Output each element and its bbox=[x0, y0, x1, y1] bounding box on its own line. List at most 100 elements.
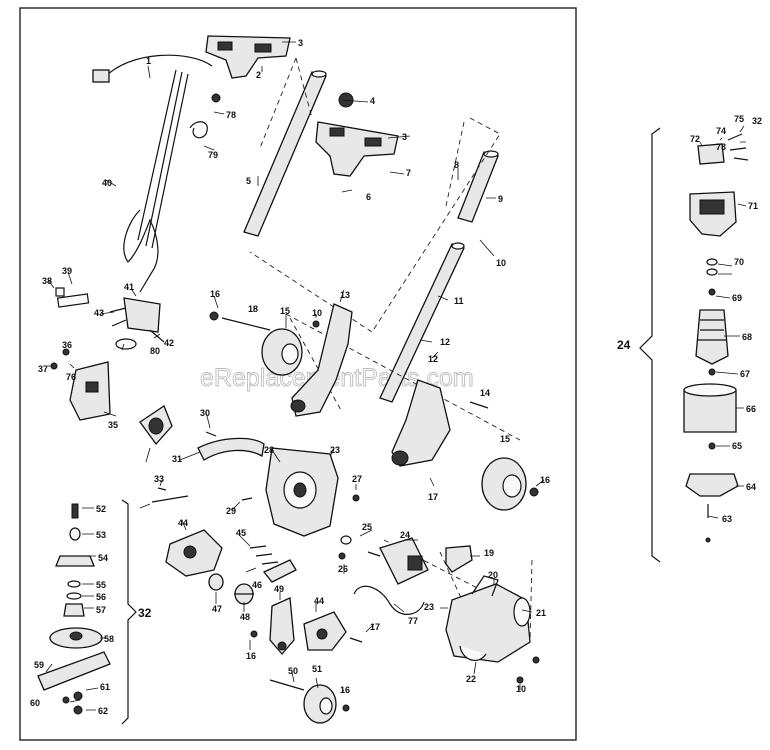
switch-box bbox=[109, 297, 165, 350]
part-label: 16 bbox=[246, 651, 256, 661]
part-label: 77 bbox=[408, 616, 418, 626]
part-label: 62 bbox=[98, 706, 108, 716]
part-label: 35 bbox=[108, 420, 118, 430]
main-frame bbox=[19, 7, 577, 741]
screw-36 bbox=[62, 348, 70, 356]
part-label: 7 bbox=[406, 168, 411, 178]
screws-45 bbox=[249, 545, 279, 565]
part-label: 50 bbox=[288, 666, 298, 676]
part-label: 18 bbox=[248, 304, 258, 314]
part-label: 12 bbox=[428, 354, 438, 364]
upper-tube-9 bbox=[457, 150, 499, 223]
part-label: 10 bbox=[496, 258, 506, 268]
part-label: 42 bbox=[164, 338, 174, 348]
part-label: 68 bbox=[742, 332, 752, 342]
part-label: 33 bbox=[154, 474, 164, 484]
part-label: 24 bbox=[400, 530, 410, 540]
part-label: 53 bbox=[96, 530, 106, 540]
tag-38 bbox=[55, 287, 65, 297]
bolt-16-right bbox=[529, 487, 539, 497]
switch-19 bbox=[445, 545, 473, 573]
part-label: 57 bbox=[96, 605, 106, 615]
leader-lines bbox=[45, 41, 747, 711]
label-plate bbox=[56, 293, 90, 308]
part-label: 71 bbox=[748, 201, 758, 211]
part-label: 5 bbox=[246, 176, 251, 186]
wheel-right bbox=[481, 457, 527, 511]
part-label: 51 bbox=[312, 664, 322, 674]
screw-27 bbox=[352, 494, 360, 502]
part-label: 19 bbox=[484, 548, 494, 558]
part-label: 4 bbox=[370, 96, 375, 106]
part-label: 58 bbox=[104, 634, 114, 644]
part-label: 44 bbox=[178, 518, 188, 528]
wire-77 bbox=[353, 585, 425, 615]
part-label: 9 bbox=[498, 194, 503, 204]
washer-26 bbox=[338, 552, 346, 560]
part-label: 52 bbox=[96, 504, 106, 514]
handle-grip-upper bbox=[205, 35, 291, 79]
part-label: 49 bbox=[274, 584, 284, 594]
shaft-50 bbox=[269, 679, 305, 691]
head-assembly-parts bbox=[37, 503, 111, 715]
part-label: 48 bbox=[240, 612, 250, 622]
edge-guide-13 bbox=[290, 303, 353, 417]
part-label: 2 bbox=[256, 70, 261, 80]
part-label: 70 bbox=[734, 257, 744, 267]
part-label: 47 bbox=[212, 604, 222, 614]
clip-78 bbox=[211, 93, 221, 103]
part-label: 45 bbox=[236, 528, 246, 538]
part-label: 16 bbox=[340, 685, 350, 695]
motor-housing bbox=[445, 575, 531, 663]
part-label: 63 bbox=[722, 514, 732, 524]
part-label: 20 bbox=[488, 570, 498, 580]
handle-grip-lower bbox=[315, 121, 399, 177]
part-label: 40 bbox=[102, 178, 112, 188]
lower-tube-11 bbox=[379, 242, 465, 403]
part-label: 26 bbox=[338, 564, 348, 574]
screw-14 bbox=[469, 401, 489, 409]
part-label: 21 bbox=[536, 608, 546, 618]
part-label: 67 bbox=[740, 369, 750, 379]
part-label: 13 bbox=[340, 290, 350, 300]
part-label: 60 bbox=[30, 698, 40, 708]
part-label: 59 bbox=[34, 660, 44, 670]
part-number-labels: 1 2 3 3 4 5 6 7 8 9 10 10 10 11 12 12 13… bbox=[30, 38, 762, 716]
gear-47 bbox=[208, 573, 224, 591]
screw-17 bbox=[349, 637, 363, 643]
screw-30 bbox=[205, 431, 217, 437]
part-label: 36 bbox=[62, 340, 72, 350]
upper-tube-5 bbox=[243, 70, 327, 237]
washer-25 bbox=[340, 535, 352, 545]
blade-adapter-22 bbox=[139, 405, 173, 446]
group-label-32: 32 bbox=[138, 606, 152, 620]
bolt-16-bottom bbox=[342, 704, 350, 712]
part-label: 66 bbox=[746, 404, 756, 414]
plate-46 bbox=[262, 559, 297, 583]
gear-cover-44-left bbox=[165, 529, 223, 577]
part-label: 15 bbox=[500, 434, 510, 444]
part-label: 23 bbox=[330, 445, 340, 455]
brace-32 bbox=[121, 499, 137, 725]
part-label: 80 bbox=[150, 346, 160, 356]
part-label: 39 bbox=[62, 266, 72, 276]
part-label: 61 bbox=[100, 682, 110, 692]
part-label: 46 bbox=[252, 580, 262, 590]
part-label: 22 bbox=[466, 674, 476, 684]
guide-lines-top bbox=[249, 57, 501, 333]
axle-18 bbox=[221, 317, 271, 331]
part-label: 79 bbox=[208, 150, 218, 160]
part-label: 1 bbox=[146, 56, 151, 66]
part-label: 27 bbox=[352, 474, 362, 484]
wheel-51 bbox=[303, 684, 337, 724]
screw-10-lower bbox=[516, 676, 524, 684]
screw-10-middle bbox=[312, 320, 320, 328]
part-label: 17 bbox=[428, 492, 438, 502]
part-label: 37 bbox=[38, 364, 48, 374]
part-label: 10 bbox=[312, 308, 322, 318]
part-label: 29 bbox=[226, 506, 236, 516]
part-label: 16 bbox=[540, 475, 550, 485]
part-label: 43 bbox=[94, 308, 104, 318]
lower-housing-12 bbox=[391, 379, 451, 467]
part-label: 28 bbox=[264, 445, 274, 455]
